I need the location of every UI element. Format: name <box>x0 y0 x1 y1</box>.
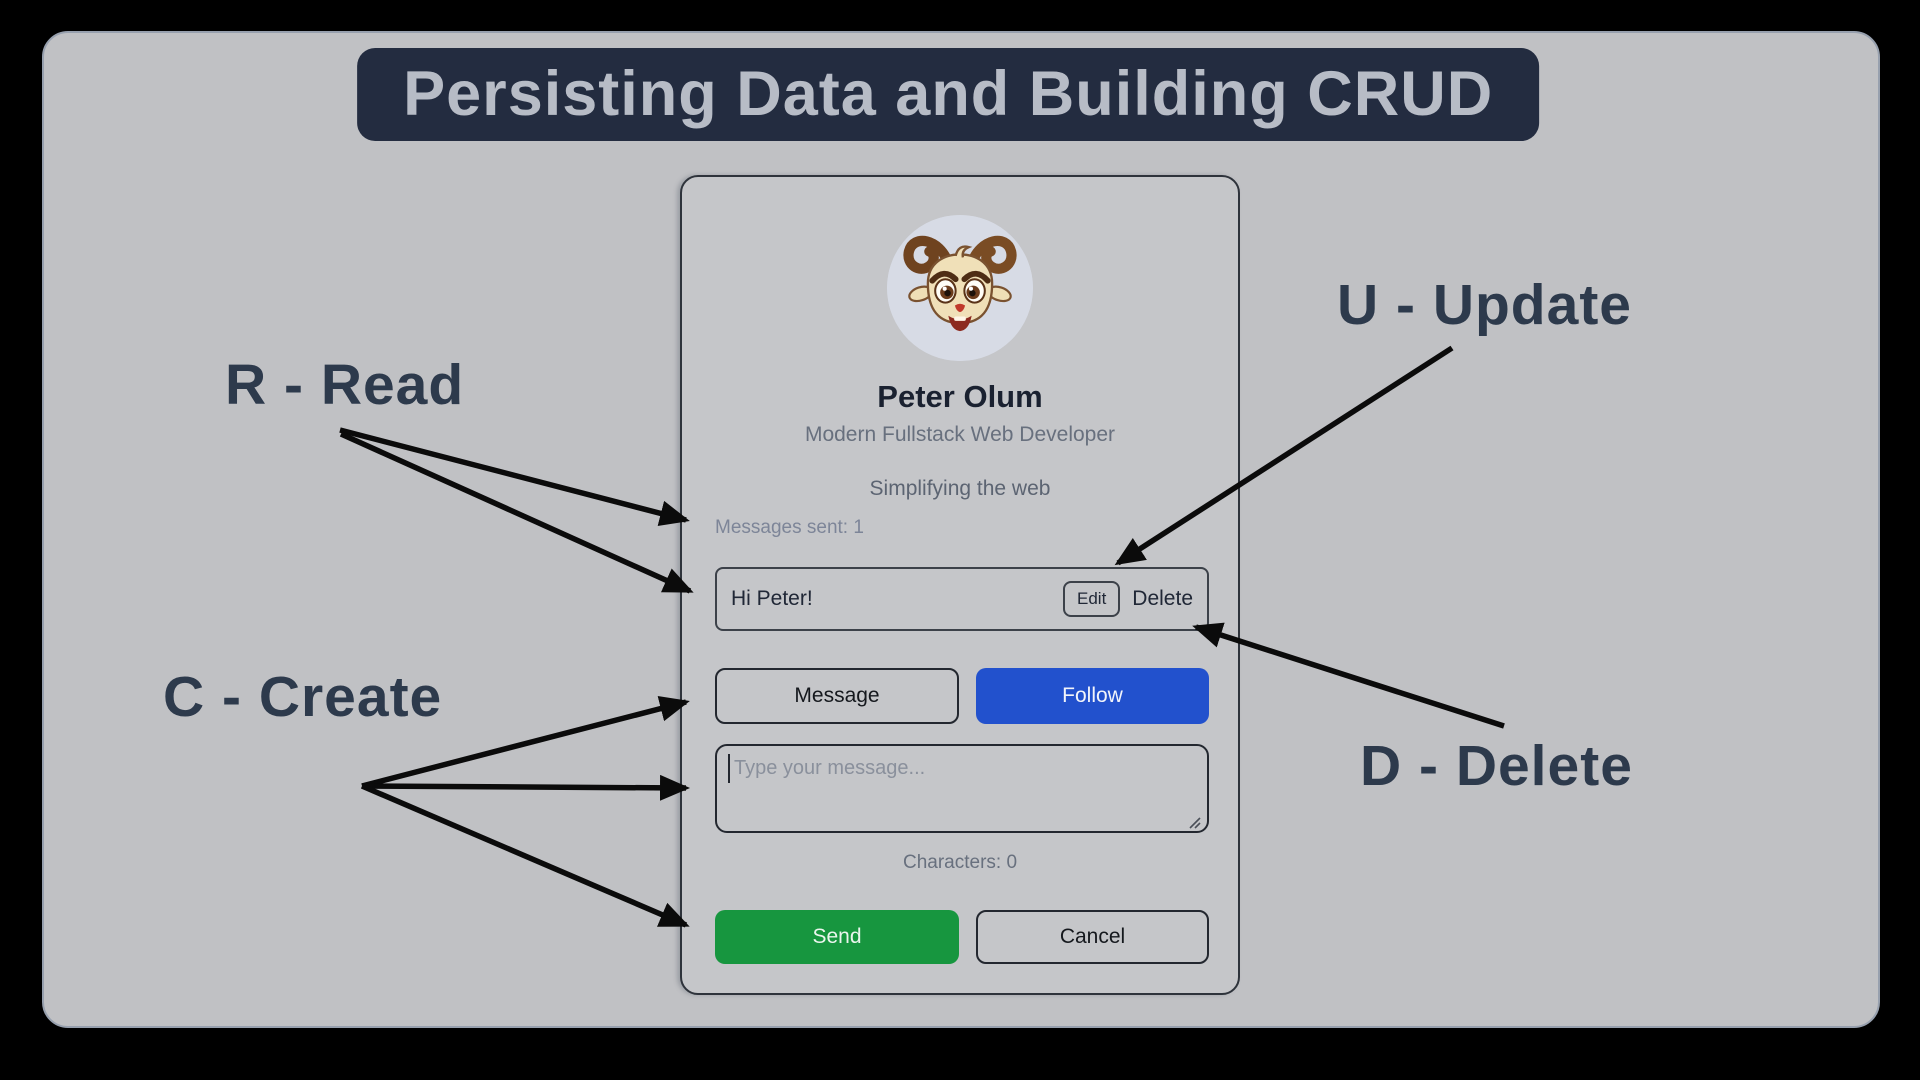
annotation-read: R - Read <box>225 353 465 417</box>
arrow-read-to-counter <box>339 427 690 527</box>
message-list-item: Hi Peter! Edit Delete <box>715 567 1209 631</box>
profile-card: Peter Olum Modern Fullstack Web Develope… <box>680 175 1240 995</box>
annotation-create: C - Create <box>163 665 443 729</box>
profile-role: Modern Fullstack Web Developer <box>804 423 1116 446</box>
character-counter: Characters: 0 <box>902 852 1018 873</box>
annotation-update: U - Update <box>1337 273 1632 337</box>
arrow-create-to-message-button <box>361 695 690 789</box>
messages-sent-counter: Messages sent: 1 <box>715 517 864 538</box>
arrow-update-to-edit <box>1114 345 1454 566</box>
message-text: Hi Peter! <box>731 587 813 610</box>
message-button[interactable]: Message <box>715 668 959 724</box>
arrow-create-to-textarea <box>361 774 690 801</box>
delete-button[interactable]: Delete <box>1132 587 1193 610</box>
profile-name: Peter Olum <box>877 379 1043 414</box>
page-title: Persisting Data and Building CRUD <box>357 48 1540 141</box>
annotation-delete: D - Delete <box>1360 734 1633 798</box>
profile-tagline: Simplifying the web <box>869 477 1051 500</box>
edit-button[interactable]: Edit <box>1063 581 1121 617</box>
ram-face-icon <box>887 215 1033 361</box>
text-cursor <box>728 754 730 783</box>
cancel-button[interactable]: Cancel <box>976 910 1209 964</box>
arrow-delete-to-delete <box>1192 622 1505 729</box>
arrow-read-to-message <box>339 431 694 594</box>
resize-handle-icon[interactable] <box>1187 815 1201 829</box>
follow-button[interactable]: Follow <box>976 668 1209 724</box>
message-input[interactable] <box>715 744 1209 833</box>
avatar <box>887 215 1033 361</box>
arrow-create-to-send <box>360 783 690 928</box>
send-button[interactable]: Send <box>715 910 959 964</box>
